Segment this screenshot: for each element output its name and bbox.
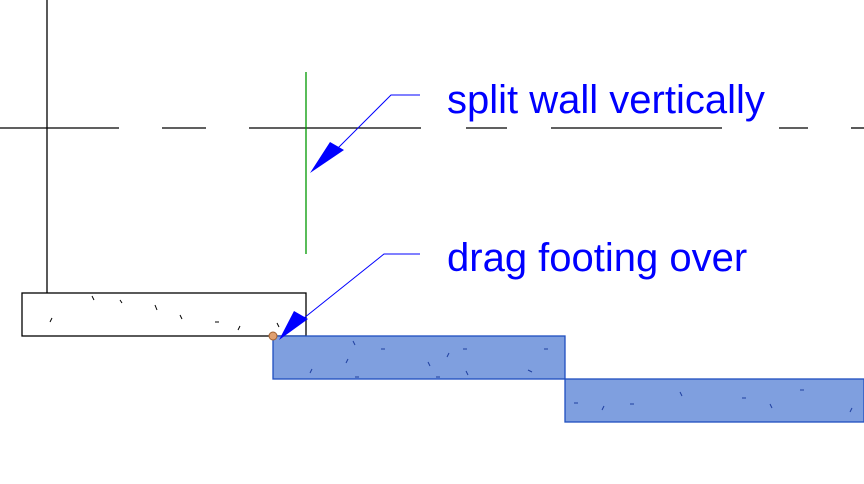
leader-split <box>310 94 420 173</box>
annotation-drag-footing: drag footing over <box>447 236 748 280</box>
footing-step-1[interactable] <box>272 335 566 380</box>
footing-original[interactable] <box>21 292 307 337</box>
grip-handle[interactable] <box>268 331 278 341</box>
footing-hatch <box>309 340 853 413</box>
leader-drag <box>279 253 420 340</box>
footing-step-2[interactable] <box>564 378 864 423</box>
annotation-split-wall: split wall vertically <box>447 78 765 122</box>
concrete-hatch <box>49 295 280 331</box>
